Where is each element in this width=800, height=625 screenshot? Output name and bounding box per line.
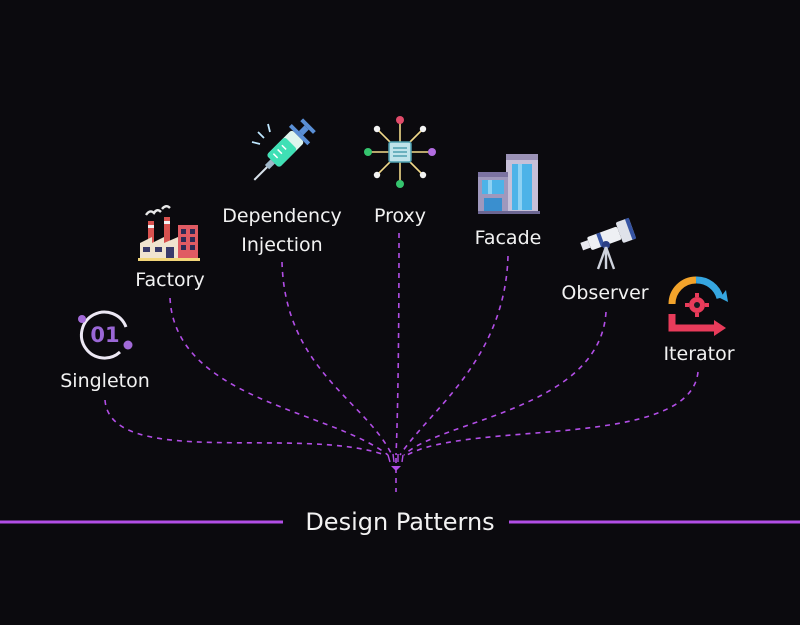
factory-icon — [138, 205, 200, 261]
convergence-marks — [387, 453, 404, 471]
connector-dependency-injection — [281, 261, 393, 456]
pattern-label-facade: Facade — [474, 227, 542, 249]
number-01-icon: 01 — [78, 310, 133, 360]
building-icon — [478, 154, 540, 214]
pattern-label-dependency-injection: Dependency Injection — [222, 205, 342, 256]
pattern-label-singleton: Singleton — [60, 370, 150, 392]
diagram-title: Design Patterns — [0, 502, 800, 542]
connector-factory — [169, 297, 389, 456]
cycle-arrows-icon — [668, 276, 728, 336]
connector-singleton — [104, 399, 386, 456]
pattern-label-observer: Observer — [561, 282, 649, 304]
connector-observer — [403, 311, 607, 456]
network-hub-icon — [364, 116, 436, 188]
pattern-label-factory: Factory — [135, 269, 205, 291]
svg-text:01: 01 — [90, 323, 119, 347]
connector-iterator — [406, 371, 699, 456]
diagram-title-text: Design Patterns — [291, 508, 509, 536]
pattern-label-iterator: Iterator — [663, 343, 735, 365]
pattern-label-proxy: Proxy — [373, 205, 427, 227]
connector-facade — [399, 255, 509, 456]
syringe-icon — [251, 118, 316, 181]
connector-proxy — [395, 232, 400, 456]
telescope-icon — [580, 217, 636, 270]
